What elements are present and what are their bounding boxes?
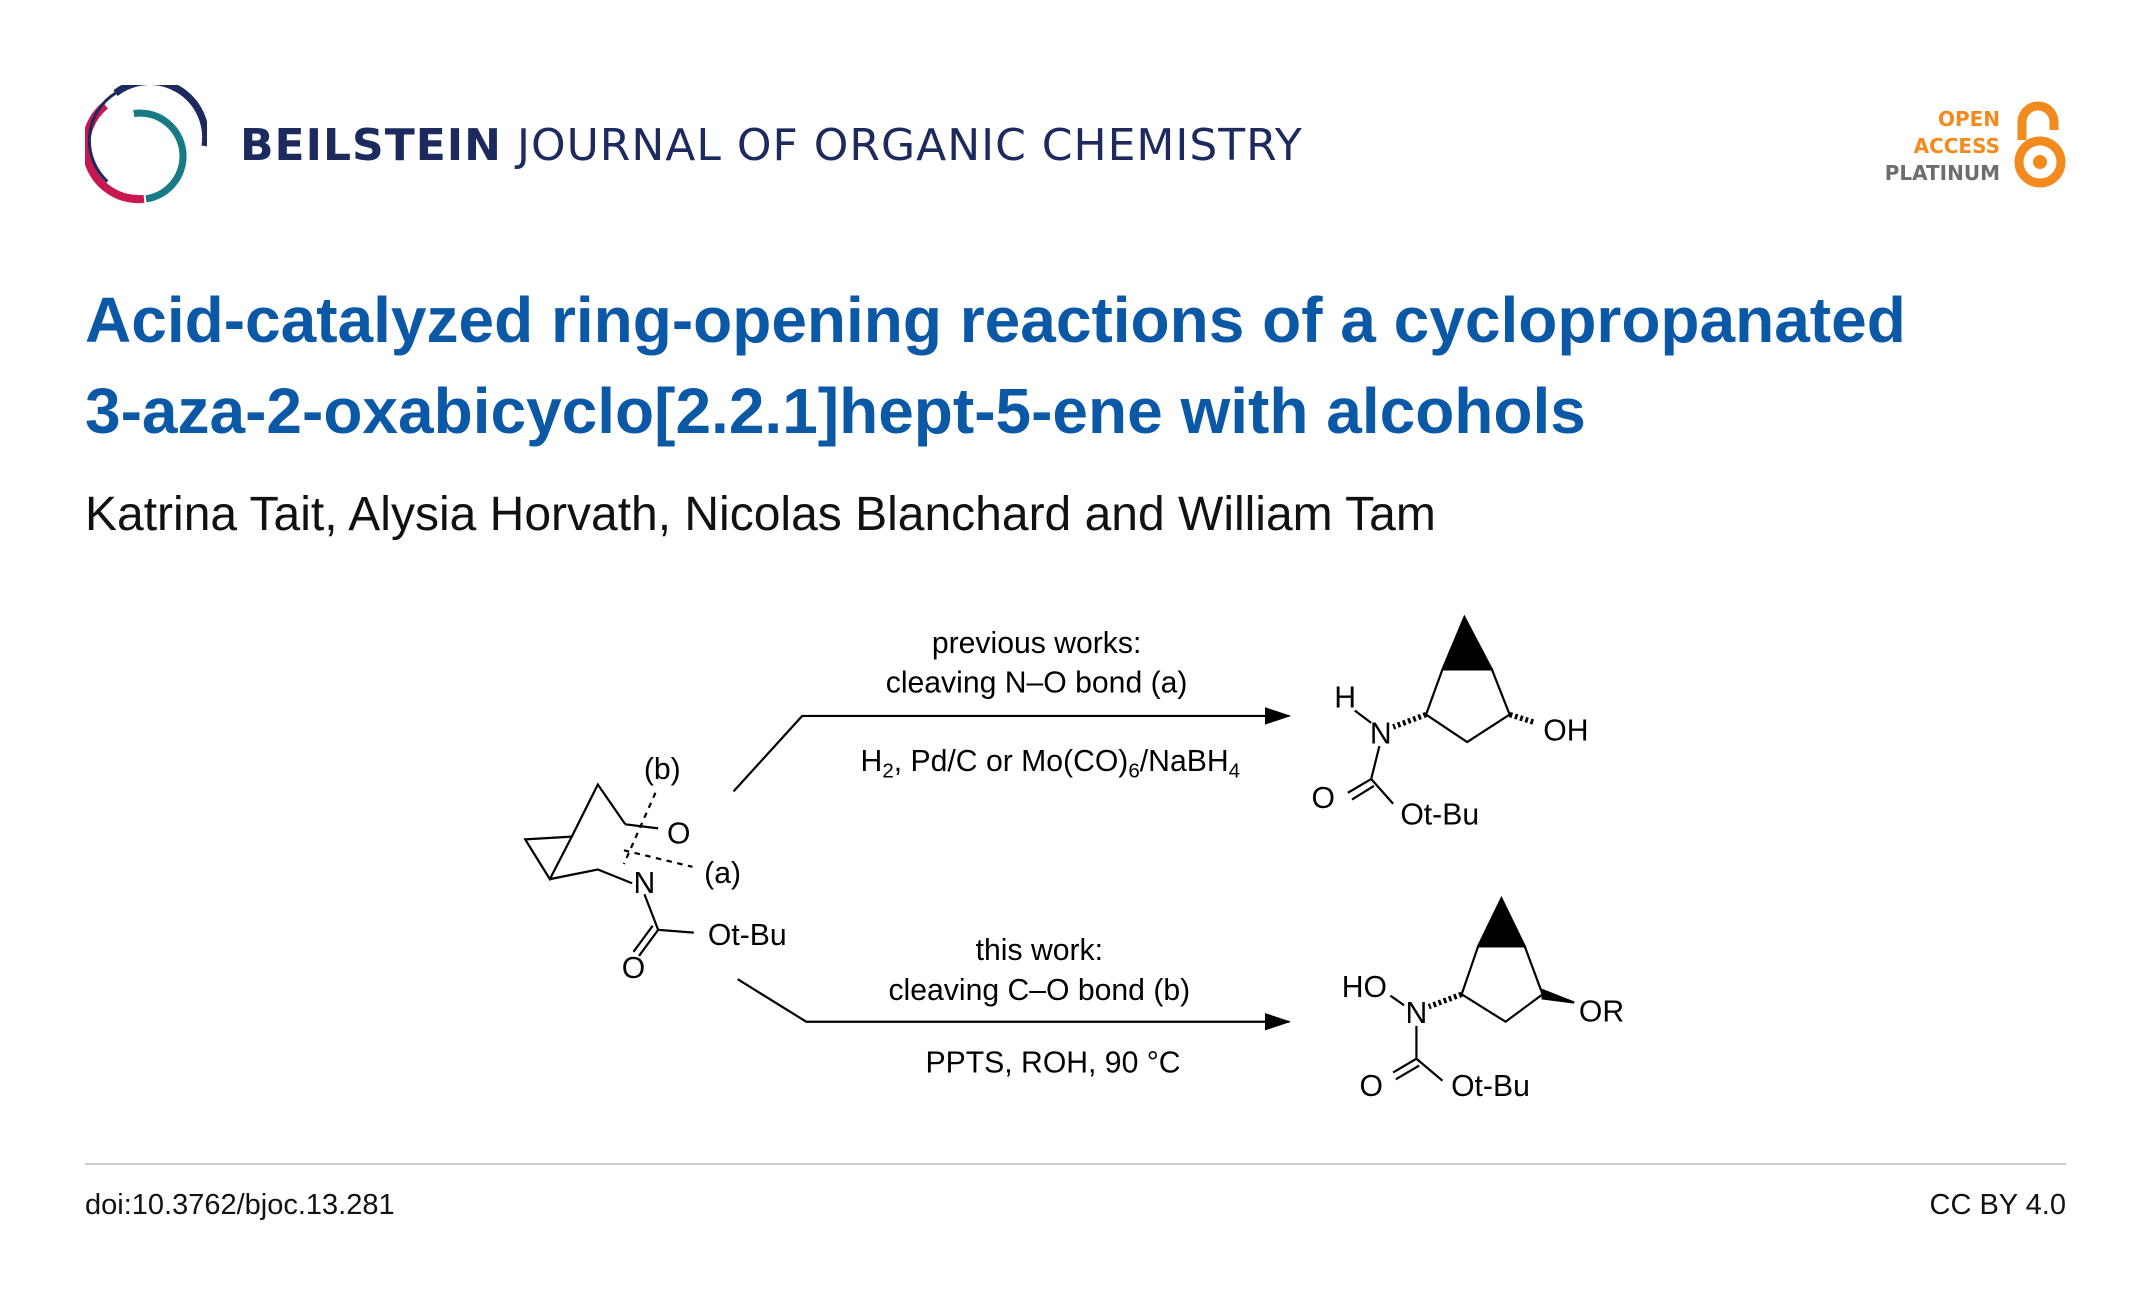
- footer-divider: [85, 1163, 2066, 1165]
- bottom-conditions: PPTS, ROH, 90 °C: [926, 1046, 1181, 1079]
- product2-or: OR: [1579, 996, 1624, 1029]
- bottom-label-1: this work:: [976, 934, 1103, 967]
- arrow-top: [732, 707, 1292, 793]
- top-label-2: cleaving N–O bond (a): [886, 667, 1188, 700]
- journal-name-bold: BEILSTEIN: [240, 120, 502, 171]
- reactant-structure: [523, 782, 694, 957]
- arrow-bottom: [737, 978, 1292, 1031]
- doi: doi:10.3762/bjoc.13.281: [85, 1189, 395, 1221]
- product1-h: H: [1334, 682, 1356, 715]
- license: CC BY 4.0: [1929, 1189, 2066, 1221]
- badge-open: OPEN: [1937, 107, 2000, 131]
- badge-access: ACCESS: [1913, 134, 2000, 158]
- top-label-1: previous works:: [932, 627, 1142, 660]
- article-title: Acid-catalyzed ring-opening reactions of…: [85, 275, 2085, 457]
- product2-n: N: [1406, 997, 1428, 1030]
- product1-n: N: [1370, 717, 1392, 750]
- product1-structure: [1347, 614, 1537, 805]
- bottom-label-2: cleaving C–O bond (b): [888, 974, 1190, 1007]
- product2-ho: HO: [1342, 971, 1387, 1004]
- product2-structure: [1389, 895, 1575, 1082]
- reactant-nitrogen: N: [634, 867, 656, 900]
- journal-name: BEILSTEIN JOURNAL OF ORGANIC CHEMISTRY: [240, 120, 1303, 171]
- beilstein-logo: [85, 85, 207, 204]
- title-line-2: 3-aza-2-oxabicyclo[2.2.1]hept-5-ene with…: [85, 375, 1586, 447]
- open-access-badge: OPEN ACCESS PLATINUM: [1880, 100, 2070, 192]
- journal-name-rest: JOURNAL OF ORGANIC CHEMISTRY: [516, 120, 1303, 171]
- label-bond-b: (b): [644, 753, 681, 786]
- product1-oh: OH: [1543, 715, 1588, 748]
- product2-carbonyl-o: O: [1359, 1070, 1382, 1103]
- reactant-carbonyl-o: O: [622, 952, 645, 985]
- reactant-ester: Ot-Bu: [708, 919, 787, 952]
- badge-platinum: PLATINUM: [1884, 161, 2000, 185]
- product2-ester: Ot-Bu: [1451, 1070, 1530, 1103]
- label-bond-a: (a): [704, 857, 741, 890]
- product1-carbonyl-o: O: [1311, 782, 1334, 815]
- authors: Katrina Tait, Alysia Horvath, Nicolas Bl…: [85, 488, 1436, 541]
- top-conditions: H2, Pd/C or Mo(CO)6/NaBH4: [861, 745, 1241, 783]
- reactant-oxygen: O: [667, 817, 690, 850]
- product1-ester: Ot-Bu: [1400, 798, 1479, 831]
- title-line-1: Acid-catalyzed ring-opening reactions of…: [85, 284, 1906, 356]
- open-lock-icon: [2014, 101, 2066, 188]
